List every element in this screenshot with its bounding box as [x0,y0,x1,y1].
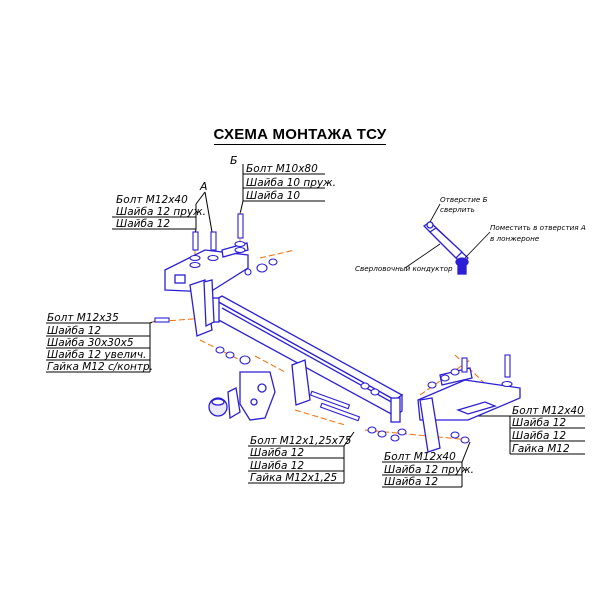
b-line-2: Шайба 10 пруж. [246,177,336,189]
label-leaders [46,164,585,488]
marker-b: Б [230,154,238,167]
jig-name: Сверловочный кондуктор [355,264,453,273]
jig-in-frame: в лонжероне [490,234,540,243]
center-line-2: Шайба 12 [250,447,304,459]
left-line-2: Шайба 12 [47,325,101,337]
left-line-4: Шайба 12 увелич. [47,349,146,361]
center-line-1: Болт М12х1,25х75 [250,435,352,447]
bottom-line-2: Шайба 12 пруж. [384,464,474,476]
bottom-line-1: Болт М12х40 [384,451,456,463]
jig-hole-b: Отверстие Б [440,195,488,204]
left-line-5: Гайка М12 с/контр. [47,361,153,373]
jig-insert: Поместить в отверстия А [490,223,586,232]
cross-beam [209,295,404,423]
tow-hitch [208,359,311,421]
drilling-jig [404,203,491,275]
fasteners [154,213,513,444]
bottom-group-labels: Болт М12х40 Шайба 12 пруж. Шайба 12 [384,451,474,488]
jig-labels: Отверстие Б сверлить Поместить в отверст… [355,195,586,273]
left-group-labels: Болт М12х35 Шайба 12 Шайба 30х30х5 Шайба… [47,312,153,373]
center-line-3: Шайба 12 [250,460,304,472]
a-line-1: Болт М12х40 [116,194,188,206]
left-line-1: Болт М12х35 [47,312,119,324]
jig-drill: сверлить [440,205,475,214]
b-line-3: Шайба 10 [246,190,300,202]
a-line-2: Шайба 12 пруж. [116,206,206,218]
marker-a: А [199,180,208,193]
right-line-1: Болт М12х40 [512,405,584,417]
a-line-3: Шайба 12 [116,218,170,230]
left-line-3: Шайба 30х30х5 [47,337,134,349]
diagram-title: СХЕМА МОНТАЖА ТСУ [0,126,600,145]
center-group-labels: Болт М12х1,25х75 Шайба 12 Шайба 12 Гайка… [250,435,352,484]
group-b-labels: Б Болт М10х80 Шайба 10 пруж. Шайба 10 [230,154,336,202]
right-group-labels: Болт М12х40 Шайба 12 Шайба 12 Гайка М12 [512,405,584,455]
right-line-2: Шайба 12 [512,417,566,429]
b-line-1: Болт М10х80 [246,163,318,175]
right-line-3: Шайба 12 [512,430,566,442]
right-line-4: Гайка М12 [512,443,570,455]
diagram-title-text: СХЕМА МОНТАЖА ТСУ [213,126,387,145]
center-line-4: Гайка М12х1,25 [250,472,338,484]
group-a-labels: А Болт М12х40 Шайба 12 пруж. Шайба 12 [116,180,208,230]
bottom-line-3: Шайба 12 [384,476,438,488]
